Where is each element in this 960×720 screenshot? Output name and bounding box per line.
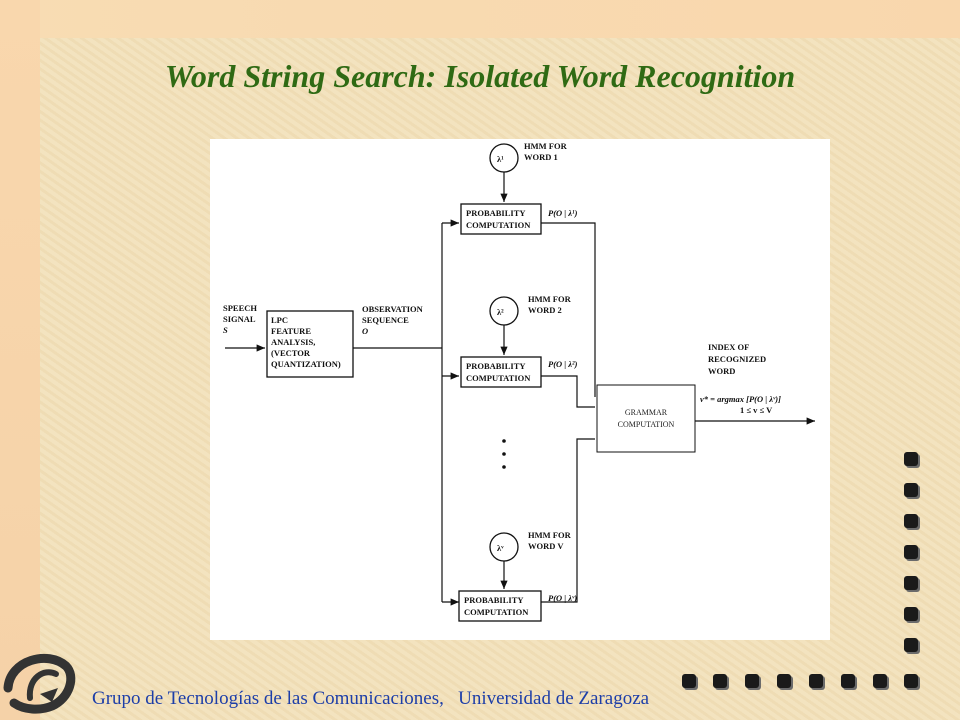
grammar-line1: GRAMMAR <box>625 408 668 417</box>
index-line3: WORD <box>708 366 735 376</box>
slide-title: Word String Search: Isolated Word Recogn… <box>164 58 796 94</box>
prob-box-1 <box>460 203 542 235</box>
top-border <box>0 0 960 38</box>
observation-line3: O <box>362 326 368 336</box>
lpc-line3: ANALYSIS, <box>271 337 315 347</box>
bullet-square-icon <box>904 483 918 497</box>
lpc-line2: FEATURE <box>271 326 311 336</box>
lpc-box <box>266 310 354 378</box>
lambda-1-circle <box>489 143 519 173</box>
university-logo-icon <box>3 653 76 714</box>
prob-output-1: P(O | λ¹) <box>548 208 578 218</box>
hmm2-line2: WORD 2 <box>528 305 562 315</box>
bullet-square-icon <box>904 514 918 528</box>
bullet-square-icon <box>904 545 918 559</box>
bullet-square-icon <box>809 674 823 688</box>
prob1-line2: COMPUTATION <box>466 220 531 230</box>
ellipsis-dot-1 <box>502 439 506 443</box>
hmmv-line2: WORD V <box>528 541 564 551</box>
prob2-line2: COMPUTATION <box>466 373 531 383</box>
bullet-square-icon <box>682 674 696 688</box>
footer-affiliation: Grupo de Tecnologías de las Comunicacion… <box>92 688 650 709</box>
bullet-square-icon <box>904 674 918 688</box>
bullet-square-icon <box>904 576 918 590</box>
prob1-line1: PROBABILITY <box>466 208 526 218</box>
bullet-square-icon <box>745 674 759 688</box>
bullet-square-icon <box>873 674 887 688</box>
output-line-1 <box>541 222 596 397</box>
prob-box-2 <box>460 356 542 388</box>
lpc-line5: QUANTIZATION) <box>271 359 341 369</box>
grammar-box <box>596 384 696 453</box>
prob-output-v: P(O | λᵛ) <box>548 593 577 603</box>
probv-line2: COMPUTATION <box>464 607 529 617</box>
hmmv-line1: HMM FOR <box>528 530 572 540</box>
observation-line2: SEQUENCE <box>362 315 409 325</box>
grammar-line2: COMPUTATION <box>618 420 675 429</box>
left-border <box>0 0 40 720</box>
lpc-line1: LPC <box>271 315 288 325</box>
index-line2: RECOGNIZED <box>708 354 766 364</box>
lambda-v-circle <box>489 532 519 562</box>
recognition-diagram: SPEECH SIGNAL S LPC FEATURE ANALYSIS, (V… <box>210 139 830 640</box>
bullet-square-icon <box>841 674 855 688</box>
bullet-square-icon <box>904 607 918 621</box>
lpc-line4: (VECTOR <box>271 348 311 358</box>
lambda-v-label: λᵛ <box>497 543 504 553</box>
formula-line1: v* = argmax [P(O | λᵛ)] <box>700 394 781 404</box>
bullet-square-icon <box>904 452 918 466</box>
lambda-2-circle <box>489 296 519 326</box>
probv-line1: PROBABILITY <box>464 595 524 605</box>
index-line1: INDEX OF <box>708 342 749 352</box>
prob2-line1: PROBABILITY <box>466 361 526 371</box>
input-label-line3: S <box>223 325 228 335</box>
hmm1-line1: HMM FOR <box>524 141 568 151</box>
prob-box-v <box>458 590 542 622</box>
observation-line1: OBSERVATION <box>362 304 424 314</box>
output-line-v <box>541 438 595 603</box>
input-label-line1: SPEECH <box>223 303 257 313</box>
ellipsis-dot-3 <box>502 465 506 469</box>
lambda-1-label: λ¹ <box>497 154 504 164</box>
bullet-square-icon <box>904 638 918 652</box>
formula-line2: 1 ≤ v ≤ V <box>740 405 773 415</box>
prob-output-2: P(O | λ²) <box>548 359 578 369</box>
lambda-2-label: λ² <box>497 307 504 317</box>
ellipsis-dot-2 <box>502 452 506 456</box>
diagram-svg: SPEECH SIGNAL S LPC FEATURE ANALYSIS, (V… <box>223 141 815 622</box>
hmm1-line2: WORD 1 <box>524 152 558 162</box>
output-line-2 <box>541 375 595 408</box>
hmm2-line1: HMM FOR <box>528 294 572 304</box>
input-label-line2: SIGNAL <box>223 314 256 324</box>
bullet-square-icon <box>713 674 727 688</box>
bullet-square-icon <box>777 674 791 688</box>
